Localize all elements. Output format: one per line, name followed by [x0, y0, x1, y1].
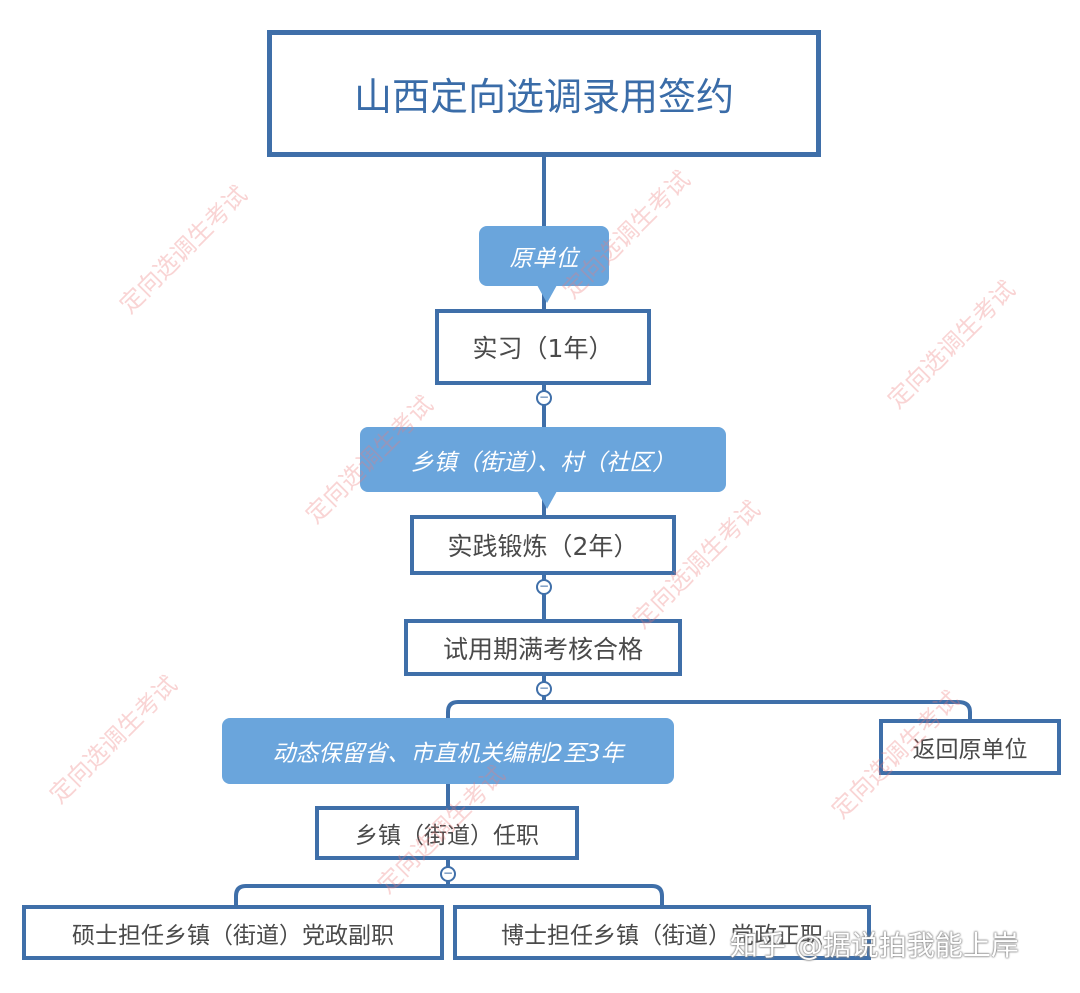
township-post-label: 乡镇（街道）任职 — [355, 823, 539, 849]
phd-post-node: 博士担任乡镇（街道）党政正职 — [453, 905, 871, 960]
township-post-node: 乡镇（街道）任职 — [315, 806, 579, 860]
collapse-toggle-probation[interactable]: − — [536, 681, 552, 697]
internship-label: 实习（1年） — [472, 334, 614, 363]
callout-township-village-label: 乡镇（街道）、村（社区） — [410, 449, 676, 476]
callout-township-village: 乡镇（街道）、村（社区） — [360, 427, 726, 492]
return-unit-node: 返回原单位 — [879, 719, 1061, 775]
collapse-toggle-internship[interactable]: − — [536, 390, 552, 406]
probation-node: 试用期满考核合格 — [404, 619, 682, 676]
practice-node: 实践锻炼（2年） — [410, 515, 676, 575]
return-unit-label: 返回原单位 — [912, 737, 1028, 763]
root-node: 山西定向选调录用签约 — [267, 30, 821, 157]
internship-node: 实习（1年） — [435, 309, 651, 385]
callout-original-unit: 原单位 — [479, 226, 609, 286]
callout-township-village-pointer — [537, 491, 557, 509]
master-post-label: 硕士担任乡镇（街道）党政副职 — [72, 922, 394, 949]
phd-post-label: 博士担任乡镇（街道）党政正职 — [501, 922, 823, 949]
callout-original-unit-label: 原单位 — [509, 246, 579, 272]
callout-original-unit-pointer — [537, 285, 557, 303]
master-post-node: 硕士担任乡镇（街道）党政副职 — [22, 905, 444, 960]
probation-label: 试用期满考核合格 — [442, 634, 643, 664]
practice-label: 实践锻炼（2年） — [447, 532, 639, 561]
credit-watermark: 知乎 @据说拍我能上岸 — [730, 929, 1019, 962]
collapse-toggle-practice[interactable]: − — [536, 579, 552, 595]
callout-retain-establishment-label: 动态保留省、市直机关编制2至3年 — [272, 741, 624, 767]
collapse-toggle-township-post[interactable]: − — [440, 866, 456, 882]
root-label: 山西定向选调录用签约 — [353, 75, 734, 119]
callout-retain-establishment: 动态保留省、市直机关编制2至3年 — [222, 718, 674, 784]
